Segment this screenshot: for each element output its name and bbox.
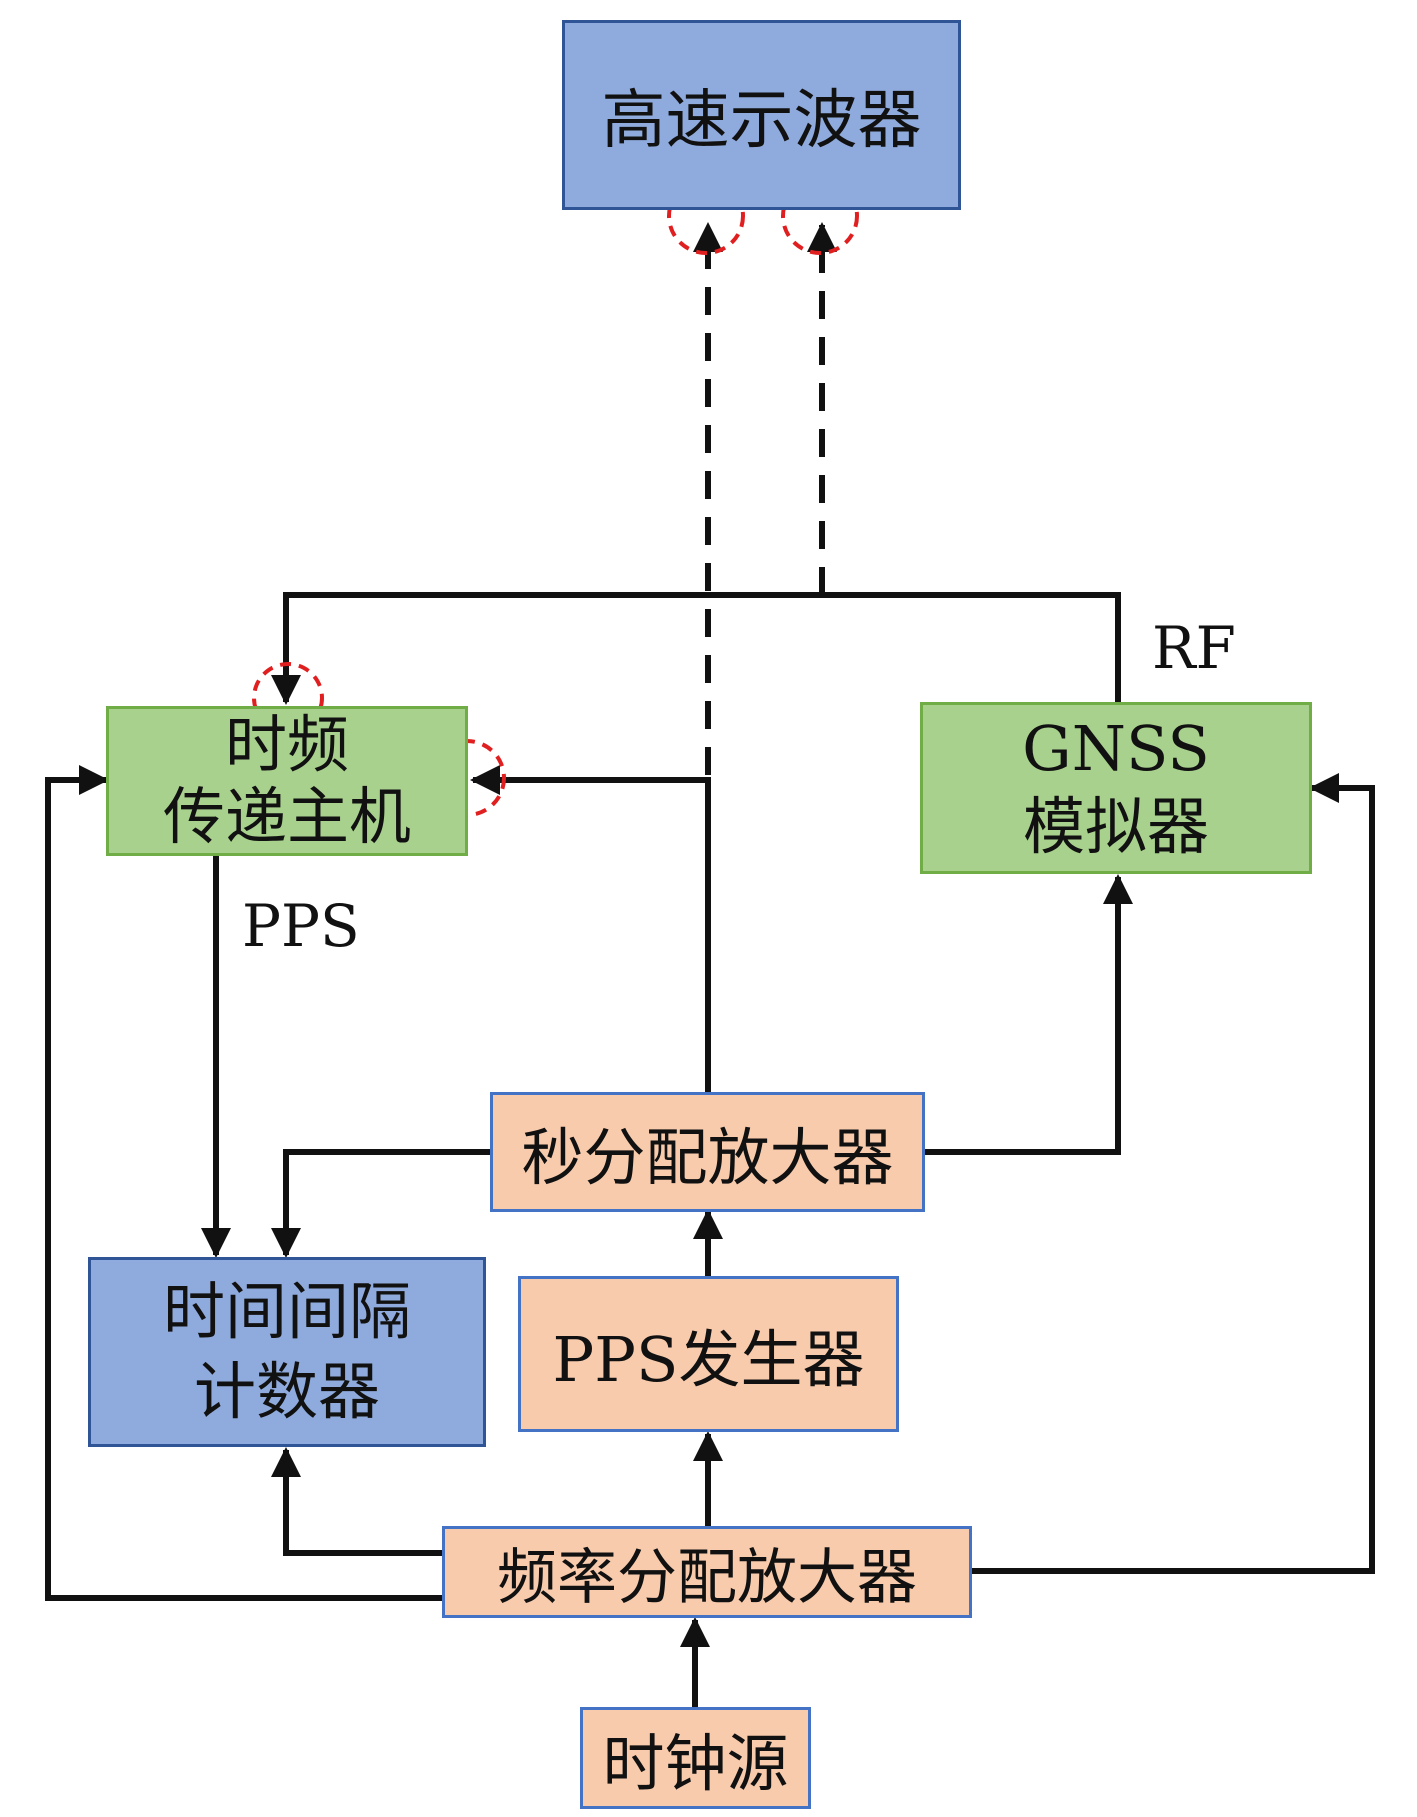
pps-to-host-line	[470, 765, 711, 1092]
pps-generator-label: PPS发生器	[552, 1323, 865, 1396]
rf-label: RF	[1152, 614, 1236, 682]
freq-to-host-line	[45, 765, 442, 1601]
gnss-simulator-label-line1: GNSS	[1022, 712, 1210, 785]
oscilloscope-label: 高速示波器	[601, 84, 922, 158]
time-frequency-host-label-line1: 时频	[224, 708, 349, 781]
freq-to-gnss-line	[972, 773, 1375, 1574]
pps-to-counter-line	[271, 1149, 490, 1258]
pps-distribution-amplifier-label: 秒分配放大器	[521, 1121, 894, 1194]
clock-source-box: 时钟源	[580, 1707, 811, 1809]
pps-to-gnss-line	[925, 874, 1133, 1155]
freq-to-counter-line	[271, 1447, 442, 1556]
rf-line	[271, 592, 1121, 705]
time-interval-counter-label-line2: 计数器	[193, 1355, 380, 1428]
gnss-simulator-label-line2: 模拟器	[1022, 790, 1209, 863]
pps-distribution-amplifier-box: 秒分配放大器	[490, 1092, 925, 1212]
gnss-simulator-box: GNSS 模拟器	[920, 702, 1312, 874]
highlight-circle-host-top	[252, 662, 324, 734]
time-interval-counter-label-line1: 时间间隔	[162, 1275, 411, 1348]
time-interval-counter-box: 时间间隔 计数器	[88, 1257, 486, 1447]
oscilloscope-box: 高速示波器	[562, 20, 961, 210]
time-frequency-host-label-line2: 传递主机	[162, 780, 411, 853]
frequency-distribution-amplifier-label: 频率分配放大器	[497, 1542, 917, 1613]
clock-source-label: 时钟源	[602, 1727, 789, 1800]
frequency-distribution-amplifier-box: 频率分配放大器	[442, 1526, 972, 1618]
pps-generator-box: PPS发生器	[518, 1276, 899, 1432]
pps-label: PPS	[242, 892, 360, 960]
time-frequency-host-box: 时频 传递主机	[106, 706, 468, 856]
